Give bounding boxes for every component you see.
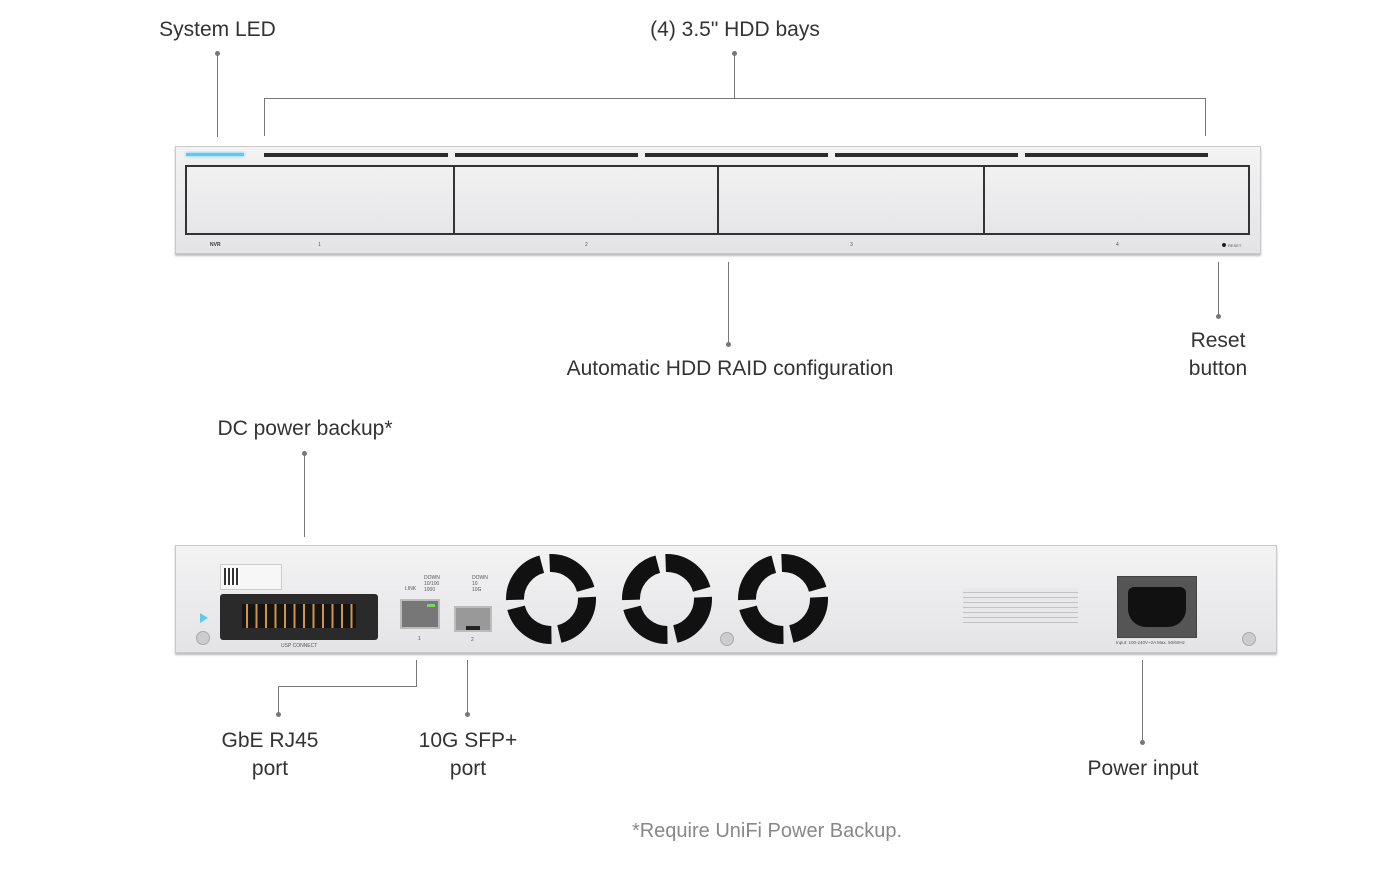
- leader-dot: [1140, 740, 1145, 745]
- qr-label: [220, 564, 282, 590]
- leader-line: [728, 262, 729, 344]
- leader-line: [416, 660, 417, 687]
- leader-dot: [276, 712, 281, 717]
- reset-button[interactable]: [1222, 243, 1226, 247]
- bay-number: 2: [585, 242, 588, 248]
- leader-line: [278, 686, 279, 714]
- label-line: GbE RJ45: [221, 729, 319, 752]
- label-system-led: System LED: [159, 18, 276, 41]
- led-legend-item: 10/100: [424, 581, 440, 587]
- bracket-line: [1205, 98, 1206, 136]
- label-line: 10G SFP+: [418, 729, 518, 752]
- bay-number: 4: [1116, 242, 1119, 248]
- label-sfp: 10G SFP+ port: [398, 727, 538, 783]
- label-raid: Automatic HDD RAID configuration: [566, 357, 894, 380]
- front-panel: NVR 1 2 3 4 RESET: [175, 146, 1261, 254]
- bay-slot: [835, 153, 1018, 157]
- usp-connector[interactable]: [220, 594, 378, 640]
- leader-line: [1218, 262, 1219, 316]
- label-line: button: [1188, 357, 1248, 380]
- bay-slot: [1025, 153, 1208, 157]
- led-legend-item: DOWN: [424, 575, 440, 581]
- label-power-input: Power input: [1087, 757, 1199, 780]
- leader-line: [734, 53, 735, 98]
- screw-icon: [720, 632, 734, 646]
- leader-line: [278, 686, 417, 687]
- hdd-bay-2[interactable]: [453, 165, 719, 235]
- fan-icon: [506, 554, 596, 644]
- label-reset: Reset button: [1168, 327, 1268, 383]
- label-line: port: [251, 757, 289, 780]
- fan-icon: [738, 554, 828, 644]
- leader-dot: [465, 712, 470, 717]
- screw-icon: [1242, 632, 1256, 646]
- label-line: port: [449, 757, 487, 780]
- bracket-line: [264, 98, 265, 136]
- power-inlet[interactable]: [1117, 576, 1197, 638]
- led-legend-item: DOWN: [472, 575, 488, 581]
- usp-label: USP CONNECT: [281, 643, 318, 649]
- regulatory-label: [963, 588, 1078, 624]
- screw-icon: [196, 631, 210, 645]
- leader-dot: [726, 342, 731, 347]
- footnote: *Require UniFi Power Backup.: [631, 820, 903, 842]
- bay-slot: [264, 153, 448, 157]
- leader-line: [304, 453, 305, 537]
- reset-label: RESET: [1228, 243, 1242, 248]
- hdd-bay-4[interactable]: [983, 165, 1250, 235]
- led-indicator-icon: [200, 613, 208, 623]
- bracket-line: [264, 98, 1206, 99]
- leader-dot: [1216, 314, 1221, 319]
- led-legend-item: 10G: [472, 587, 482, 593]
- connector-pins: [242, 604, 356, 628]
- led-legend-item: 10: [472, 581, 478, 587]
- led-legend-item: 1000: [424, 587, 436, 593]
- model-label: NVR: [210, 242, 221, 248]
- power-rating: Input: 100-240V~2A Max. 50/60Hz: [1116, 640, 1185, 645]
- port-number: 1: [418, 636, 421, 642]
- fan-icon: [622, 554, 712, 644]
- leader-line: [217, 53, 218, 137]
- link-label: LINK: [405, 586, 417, 592]
- bay-number: 3: [850, 242, 853, 248]
- label-hdd-bays: (4) 3.5" HDD bays: [650, 18, 820, 41]
- label-line: Reset: [1190, 329, 1246, 352]
- bay-number: 1: [318, 242, 321, 248]
- link-led: [427, 604, 435, 607]
- port-number: 2: [471, 637, 474, 643]
- leader-line: [467, 660, 468, 714]
- leader-line: [1142, 660, 1143, 742]
- label-rj45: GbE RJ45 port: [200, 727, 340, 783]
- qr-code-icon: [224, 568, 240, 585]
- hdd-bay-3[interactable]: [717, 165, 985, 235]
- bay-slot: [645, 153, 828, 157]
- system-led: [186, 153, 244, 156]
- sfp-port[interactable]: [454, 606, 492, 632]
- hdd-bay-1[interactable]: [185, 165, 456, 235]
- label-dc-backup: DC power backup*: [217, 417, 393, 440]
- bay-slot: [455, 153, 638, 157]
- rj45-port[interactable]: [400, 599, 440, 629]
